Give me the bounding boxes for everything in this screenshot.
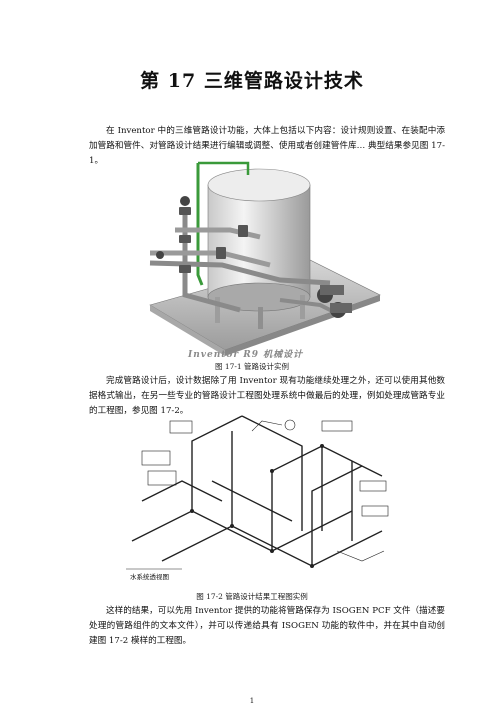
figure-caption-2: 图 17-2 管路设计结果工程图实例 xyxy=(196,592,308,601)
paragraph-intro: 在 Inventor 中的三维管路设计功能，大体上包括以下内容：设计规则设置、在… xyxy=(89,126,445,166)
drawing-label: 水系统透视图 xyxy=(130,572,169,581)
figure-caption-1: 图 17-1 管路设计实例 xyxy=(214,362,290,371)
paragraph-isogen: 这样的结果，可以先用 Inventor 提供的功能将管路保存为 ISOGEN P… xyxy=(89,606,445,646)
figure-piping-model xyxy=(149,161,381,356)
figure-watermark: Inventor R9 机械设计 xyxy=(188,350,304,360)
page-title: 第 17 三维管路设计技术 xyxy=(140,70,364,92)
page-number: 1 xyxy=(249,697,255,705)
paragraph-output: 完成管路设计后，设计数据除了用 Inventor 现有功能继续处理之外，还可以使… xyxy=(89,376,445,416)
figure-piping-drawing: 水系统透视图 xyxy=(126,415,389,581)
